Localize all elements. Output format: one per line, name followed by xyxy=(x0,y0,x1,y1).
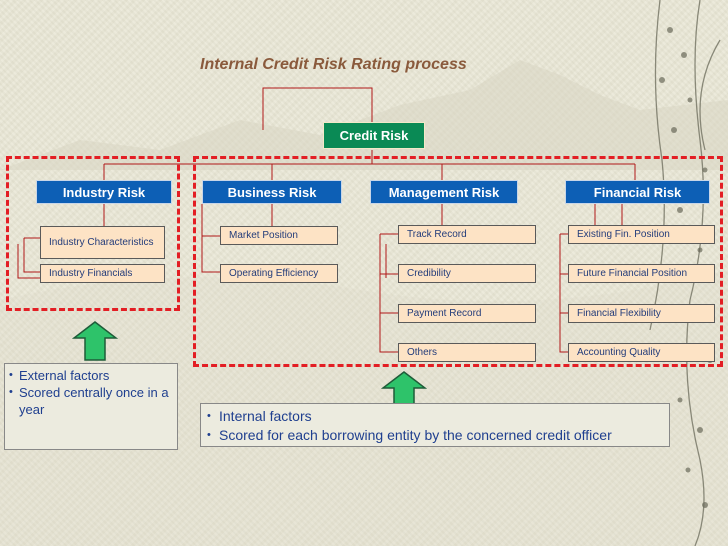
up-arrow-icon xyxy=(72,321,118,361)
note-bullet: Internal factors xyxy=(207,407,663,426)
category-financial-risk: Financial Risk xyxy=(565,180,710,204)
category-business-risk: Business Risk xyxy=(202,180,342,204)
item-market-position: Market Position xyxy=(220,226,338,245)
item-industry-financials: Industry Financials xyxy=(40,264,165,283)
item-credibility: Credibility xyxy=(398,264,536,283)
external-factors-group xyxy=(6,156,180,311)
item-operating-efficiency: Operating Efficiency xyxy=(220,264,338,283)
root-node-credit-risk: Credit Risk xyxy=(323,122,425,149)
item-future-financial-position: Future Financial Position xyxy=(568,264,715,283)
category-industry-risk: Industry Risk xyxy=(36,180,172,204)
internal-factors-note: Internal factors Scored for each borrowi… xyxy=(200,403,670,447)
item-others: Others xyxy=(398,343,536,362)
external-factors-note: External factors Scored centrally once i… xyxy=(4,363,178,450)
item-payment-record: Payment Record xyxy=(398,304,536,323)
item-industry-characteristics: Industry Characteristics xyxy=(40,226,165,259)
page-title: Internal Credit Risk Rating process xyxy=(200,56,467,73)
item-track-record: Track Record xyxy=(398,225,536,244)
note-bullet: Scored for each borrowing entity by the … xyxy=(207,426,663,445)
item-accounting-quality: Accounting Quality xyxy=(568,343,715,362)
item-financial-flexibility: Financial Flexibility xyxy=(568,304,715,323)
item-existing-fin-position: Existing Fin. Position xyxy=(568,225,715,244)
note-bullet: Scored centrally once in a year xyxy=(9,384,173,418)
note-bullet: External factors xyxy=(9,367,173,384)
internal-factors-group xyxy=(193,156,723,367)
category-management-risk: Management Risk xyxy=(370,180,518,204)
